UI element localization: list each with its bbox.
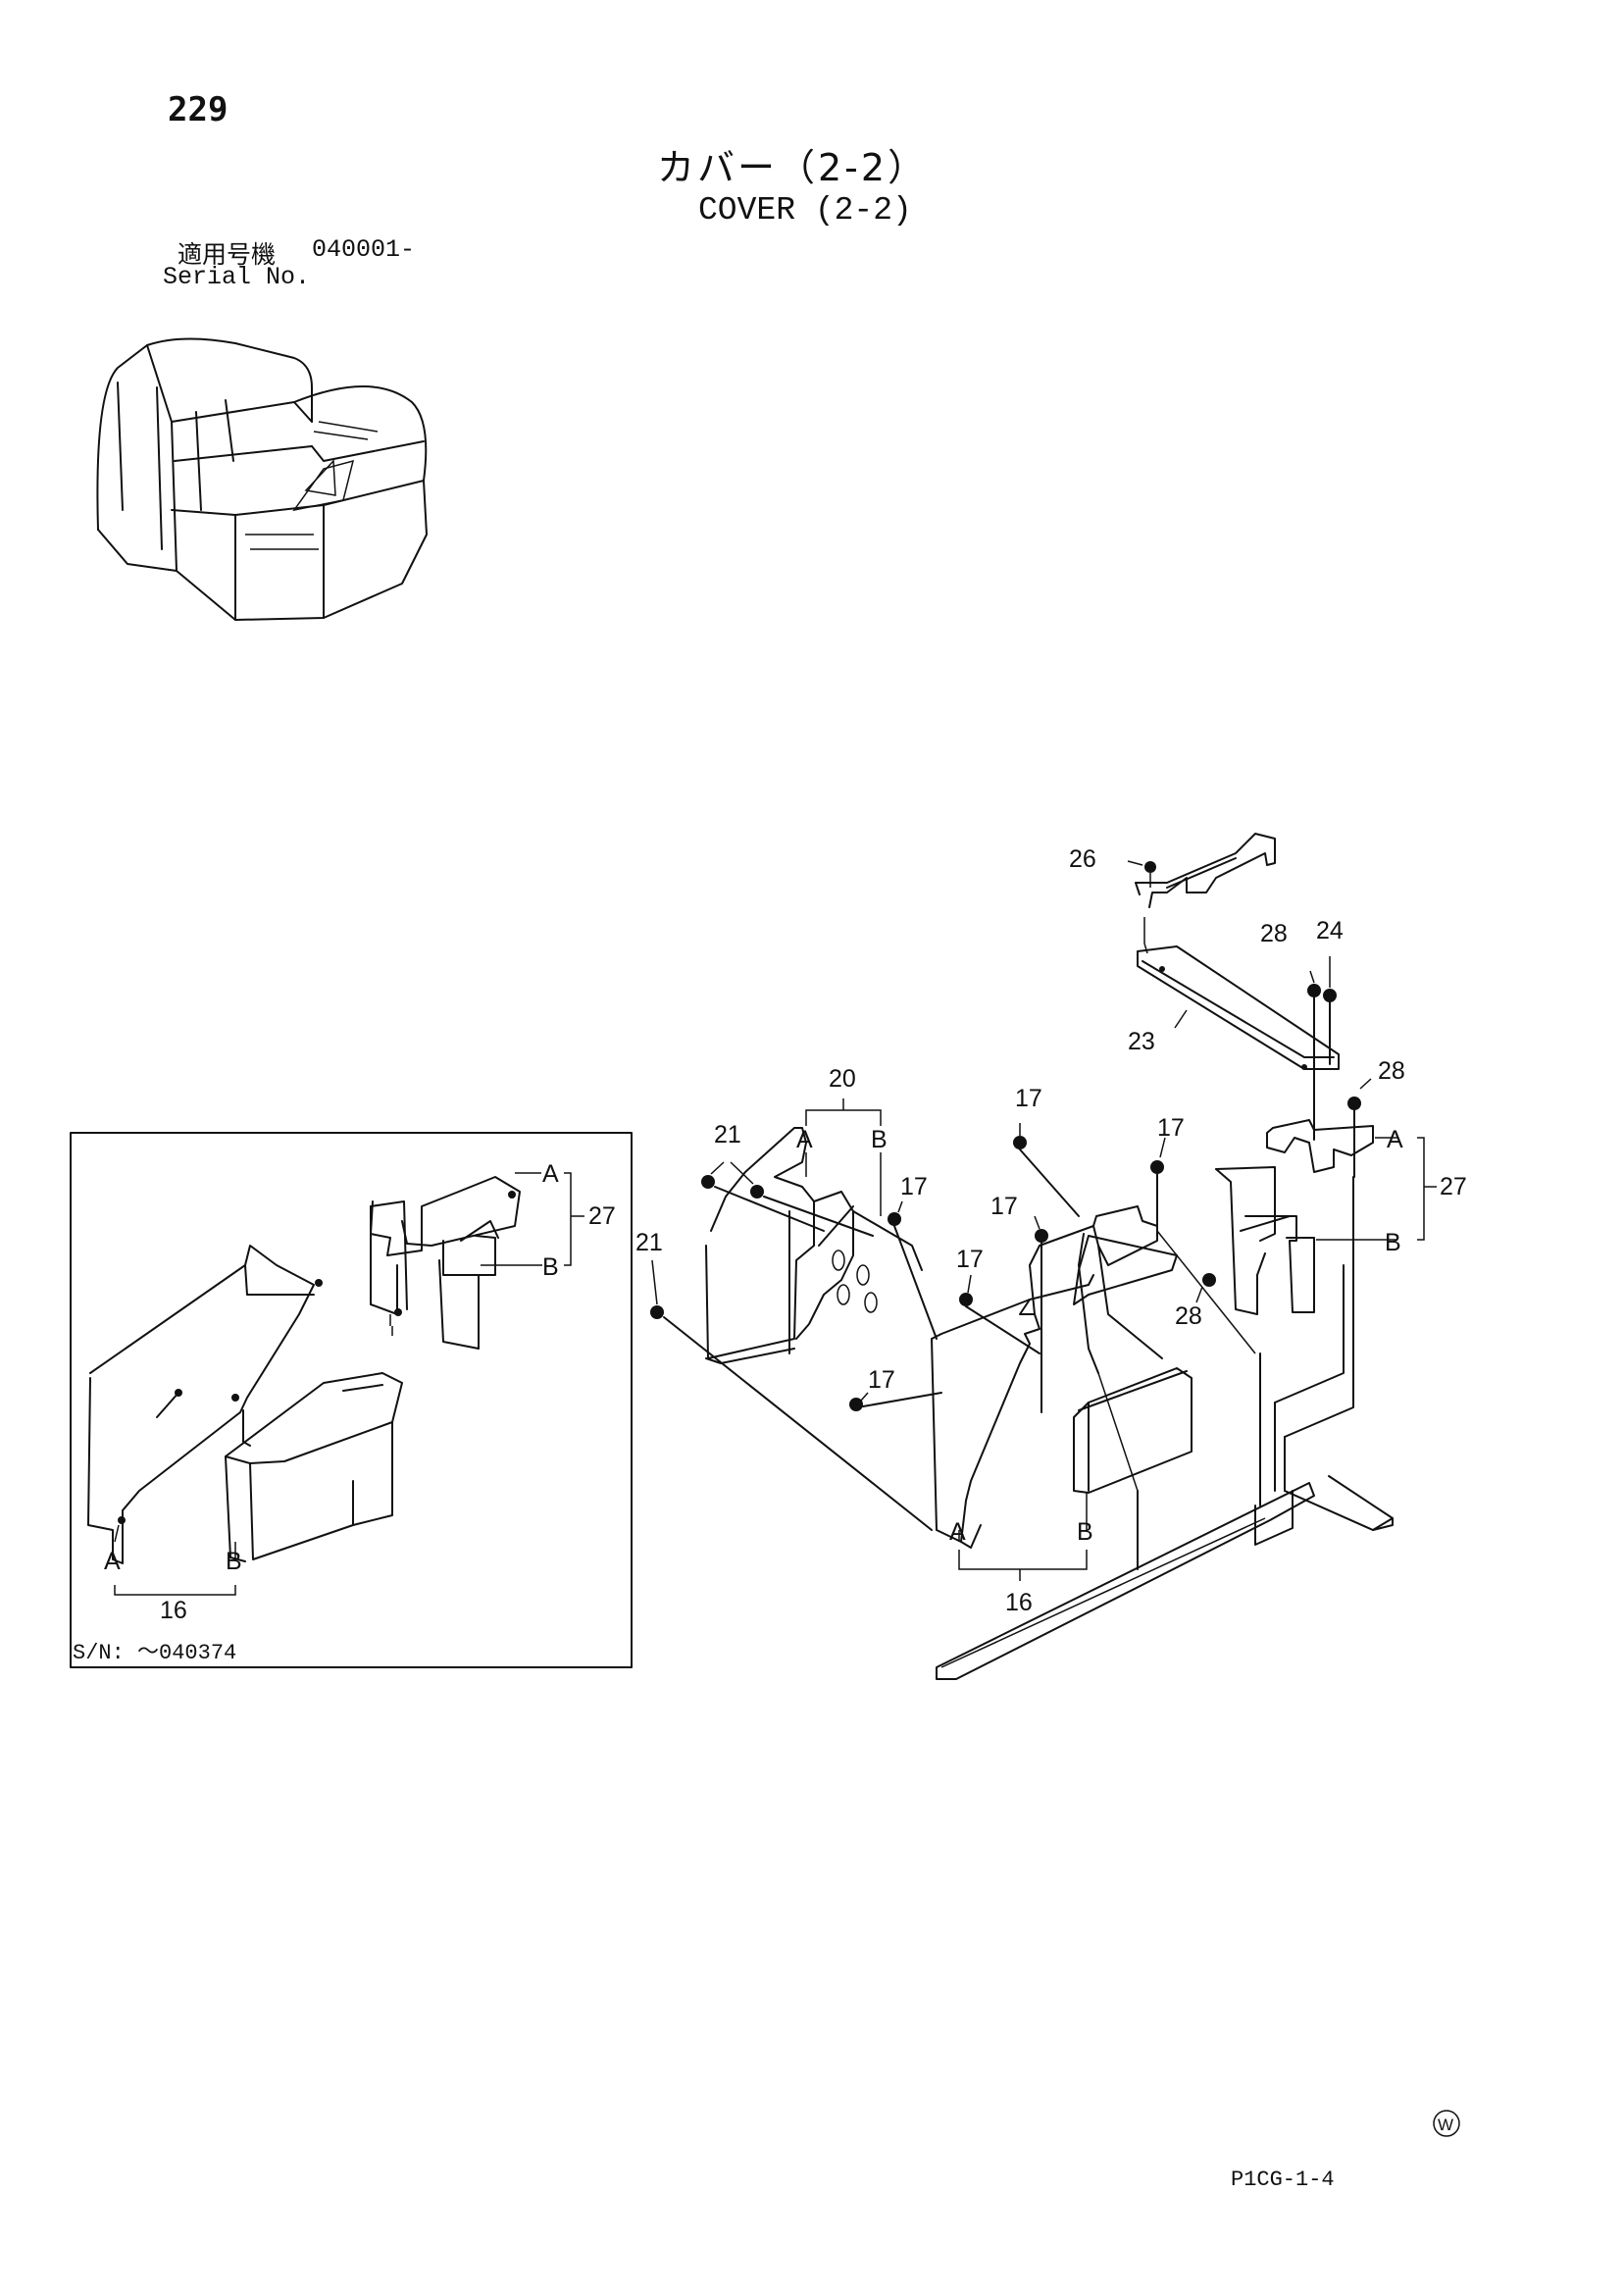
inset-callout-27: 27 xyxy=(588,1202,616,1230)
callout-letter-a: A xyxy=(1387,1126,1403,1153)
callout-17: 17 xyxy=(900,1173,928,1200)
inset-callout-letter-a: A xyxy=(104,1548,121,1575)
watermark-w-icon: W xyxy=(1433,2110,1460,2137)
main-assembly xyxy=(650,833,1437,1680)
inset-callout-letter-b: B xyxy=(226,1548,242,1575)
callout-letter-b: B xyxy=(1385,1229,1401,1256)
callouts: 26 28 24 23 28 A 27 B 28 17 17 17 17 17 … xyxy=(104,845,1467,1624)
callout-20: 20 xyxy=(829,1065,856,1093)
callout-17: 17 xyxy=(1157,1114,1185,1142)
callout-letter-b: B xyxy=(1077,1518,1093,1546)
excavator-overview-sketch xyxy=(96,337,428,621)
serial-value: 040001- xyxy=(312,235,416,264)
callout-21: 21 xyxy=(635,1229,663,1256)
inset-serial-range: S/N: ～040374 xyxy=(73,1641,237,1665)
callout-24: 24 xyxy=(1316,917,1344,944)
callout-28: 28 xyxy=(1175,1302,1202,1330)
callout-21: 21 xyxy=(714,1121,741,1148)
title-japanese: カバー（2-2） xyxy=(657,146,929,189)
svg-text:W: W xyxy=(1438,2116,1453,2134)
drawing-code: P1CG-1-4 xyxy=(1231,2168,1335,2192)
callout-28: 28 xyxy=(1378,1057,1405,1085)
callout-17: 17 xyxy=(990,1193,1018,1220)
callout-17: 17 xyxy=(1015,1085,1042,1112)
title-english: COVER (2-2) xyxy=(698,192,912,229)
page-number: 229 xyxy=(168,90,228,129)
callout-17: 17 xyxy=(956,1246,984,1273)
callout-17: 17 xyxy=(868,1366,895,1394)
callout-letter-a: A xyxy=(949,1518,966,1546)
inset-box xyxy=(70,1132,633,1668)
inset-callout-letter-b: B xyxy=(542,1253,559,1281)
inset-callout-16: 16 xyxy=(160,1597,187,1624)
callout-28: 28 xyxy=(1260,920,1288,947)
callout-26: 26 xyxy=(1069,845,1096,873)
inset-callout-letter-a: A xyxy=(542,1160,559,1188)
callout-23: 23 xyxy=(1128,1028,1155,1055)
callout-letter-b: B xyxy=(871,1126,888,1153)
callout-16: 16 xyxy=(1005,1589,1033,1616)
serial-label-japanese: 適用号機 xyxy=(178,240,277,269)
callout-27: 27 xyxy=(1440,1173,1467,1200)
callout-letter-a: A xyxy=(796,1126,813,1153)
serial-label-english: Serial No. xyxy=(163,263,311,291)
